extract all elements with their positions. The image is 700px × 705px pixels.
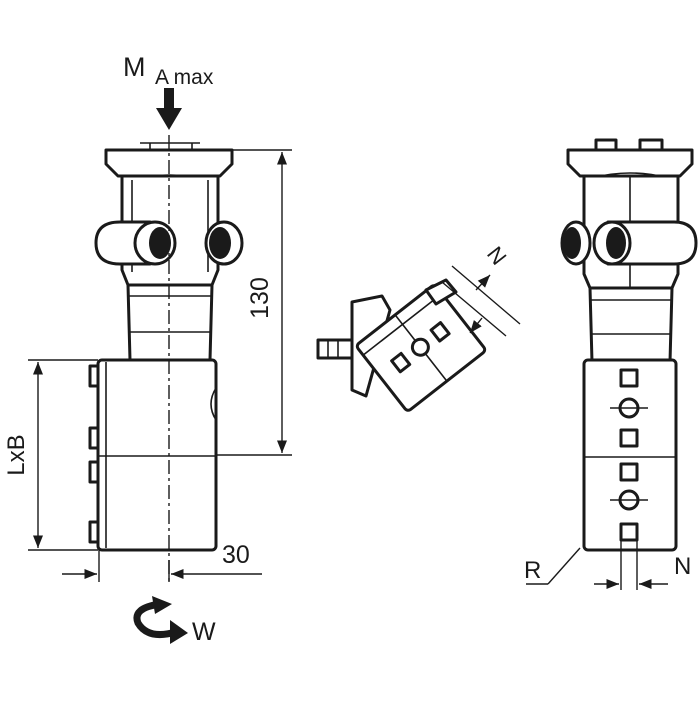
angle-dimension: N bbox=[482, 242, 511, 270]
height-dimension: 130 bbox=[246, 277, 274, 319]
moment-label-main: M bbox=[123, 52, 146, 82]
arrow-down-icon bbox=[156, 88, 182, 130]
side-dimension: N bbox=[674, 553, 691, 580]
front-view: M A max bbox=[3, 52, 292, 646]
radius-label: R bbox=[524, 557, 541, 584]
lower-block bbox=[96, 358, 218, 552]
rotation-arrow-icon bbox=[133, 596, 188, 644]
side-view: N R bbox=[524, 138, 698, 590]
width-dimension: 30 bbox=[222, 541, 250, 569]
left-pin bbox=[94, 220, 177, 266]
rotation-label: W bbox=[192, 618, 216, 646]
length-dimension: LxB bbox=[3, 434, 30, 475]
moment-label-sub: A max bbox=[155, 66, 214, 89]
angled-view: N bbox=[316, 242, 521, 412]
right-pin bbox=[204, 220, 244, 266]
